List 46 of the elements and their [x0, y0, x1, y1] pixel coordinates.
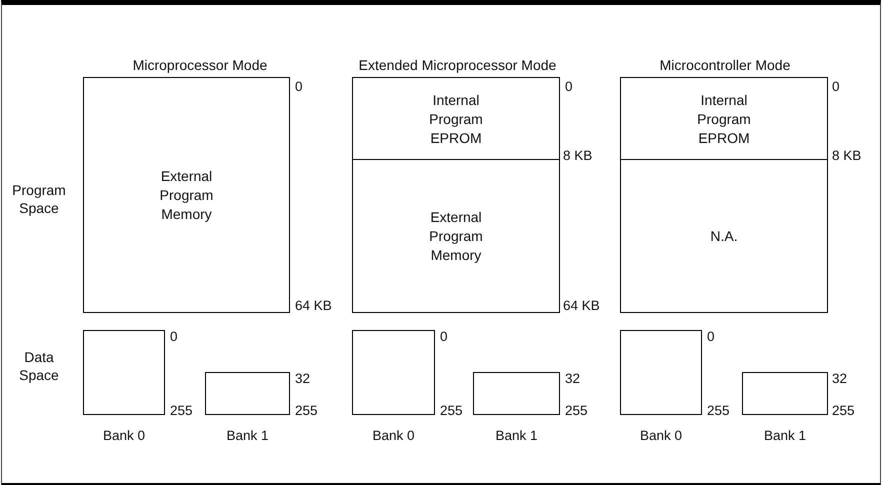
- memory-region: [620, 77, 828, 161]
- bank-label: Bank 0: [102, 428, 146, 444]
- address-label: 255: [832, 403, 855, 419]
- region-label: Internal Program EPROM: [696, 90, 752, 148]
- address-label: 8 KB: [563, 148, 592, 164]
- memory-block: [205, 372, 290, 415]
- bank-label: Bank 0: [371, 428, 416, 444]
- address-label: 255: [170, 403, 193, 419]
- address-label: 0: [295, 79, 303, 95]
- address-label: 0: [832, 79, 840, 95]
- memory-region: [352, 159, 560, 313]
- memory-block: [742, 372, 828, 415]
- region-label: N.A.: [710, 226, 738, 246]
- bank-label: Bank 1: [225, 428, 270, 444]
- row-heading: Data Space: [18, 348, 60, 384]
- address-label: 64 KB: [295, 298, 332, 314]
- address-label: 8 KB: [832, 148, 862, 164]
- address-label: 255: [707, 403, 730, 419]
- address-label: 0: [440, 329, 448, 345]
- address-label: 64 KB: [563, 298, 600, 314]
- region-label: Internal Program EPROM: [428, 90, 484, 148]
- memory-region: [620, 159, 828, 313]
- memory-block: [473, 372, 560, 415]
- bank-label: Bank 0: [638, 428, 684, 444]
- address-label: 32: [832, 371, 848, 387]
- memory-block: [83, 330, 165, 415]
- column-heading: Extended Microprocessor Mode: [358, 56, 558, 74]
- row-heading: Program Space: [11, 181, 67, 217]
- bank-label: Bank 1: [494, 428, 539, 444]
- region-label: External Program Memory: [158, 166, 214, 224]
- region-label: External Program Memory: [428, 208, 484, 264]
- bank-label: Bank 1: [762, 428, 808, 444]
- address-label: 255: [295, 403, 318, 419]
- address-label: 32: [565, 371, 580, 387]
- memory-block: [620, 330, 702, 415]
- column-heading: Microcontroller Mode: [658, 56, 792, 74]
- memory-region: [352, 77, 560, 161]
- address-label: 255: [565, 403, 588, 419]
- memory-region: [83, 77, 290, 313]
- memory-block: [352, 330, 435, 415]
- address-label: 32: [295, 371, 310, 387]
- address-label: 0: [707, 329, 715, 345]
- address-label: 0: [565, 79, 573, 95]
- address-label: 0: [170, 329, 178, 345]
- column-heading: Microprocessor Mode: [132, 56, 268, 74]
- address-label: 255: [440, 403, 463, 419]
